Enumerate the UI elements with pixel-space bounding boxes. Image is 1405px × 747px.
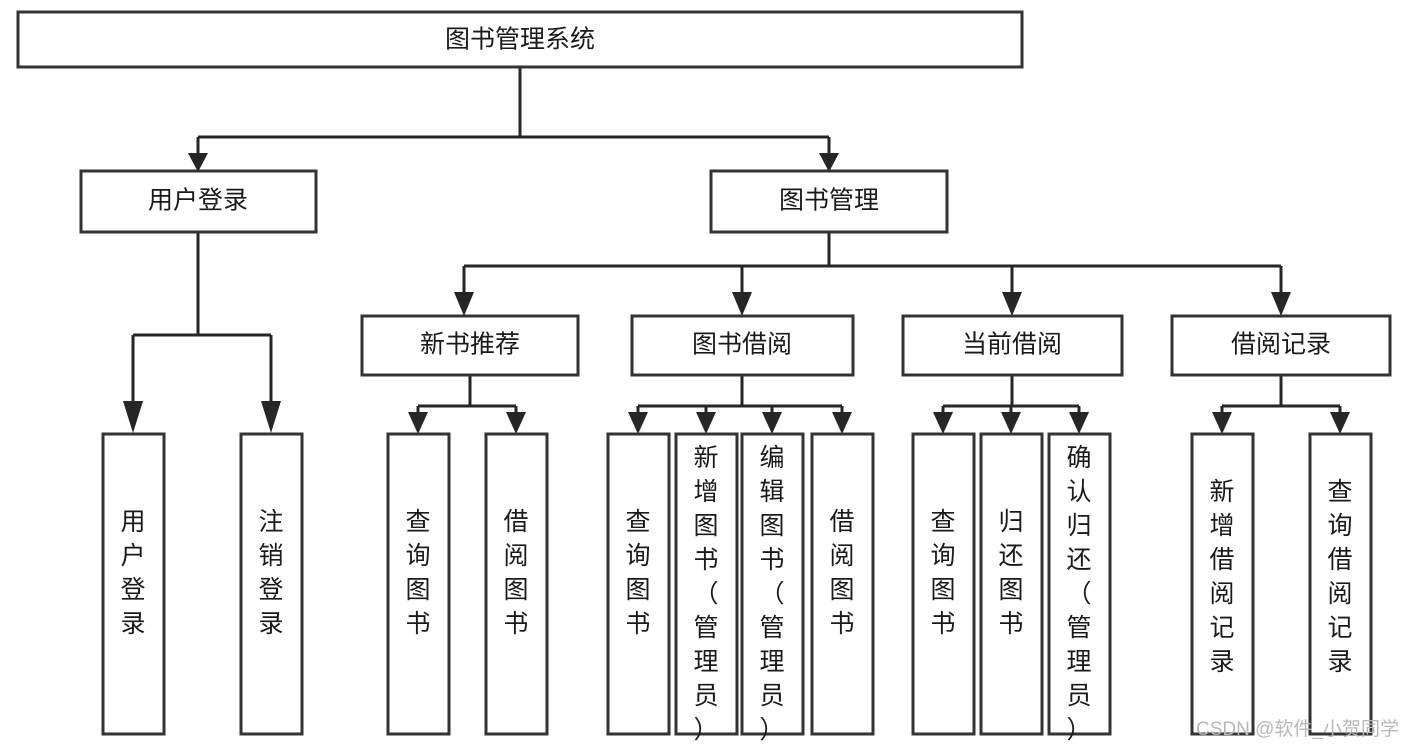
arrow-head-leaf-add-borrow-record	[1212, 412, 1232, 434]
leaf-return-book-label: 归还图书	[998, 508, 1023, 638]
leaf-user-login-label: 用户登录	[120, 508, 145, 638]
node-borrow-record-label: 借阅记录	[1231, 331, 1331, 359]
leaf-add-borrow-record-box[interactable]	[1190, 432, 1255, 736]
arrow-head-leaf-query-borrow-record	[1330, 412, 1350, 434]
leaf-logout-login-box[interactable]	[239, 432, 304, 736]
leaf-confirm-return-box[interactable]	[1047, 432, 1112, 736]
leaf-add-borrow-record[interactable]: 新增借阅记录	[1190, 432, 1255, 736]
arrow-head-leaf-borrow-book-1	[506, 412, 526, 434]
leaf-borrow-book-1[interactable]: 借阅图书	[484, 432, 549, 736]
leaf-borrow-book-2[interactable]: 借阅图书	[810, 432, 875, 736]
leaf-borrow-book-2-box[interactable]	[810, 432, 875, 736]
arrow-head-leaf-query-book-3	[933, 412, 953, 434]
leaf-edit-book-box[interactable]	[740, 432, 805, 736]
node-book-management-label: 图书管理	[779, 187, 879, 215]
node-book-borrow-label: 图书借阅	[692, 331, 792, 359]
connector-layer	[123, 67, 1350, 434]
node-current-borrow-box[interactable]	[901, 314, 1124, 377]
leaf-confirm-return[interactable]: 确认归还（管理员）	[1047, 432, 1112, 744]
arrow-head-new-book-recommend	[454, 292, 474, 316]
leaf-query-book-1-label: 查询图书	[405, 508, 430, 638]
arrow-head-leaf-query-book-1	[408, 412, 428, 434]
leaf-edit-book[interactable]: 编辑图书（管理员）	[740, 432, 805, 744]
node-borrow-record-box[interactable]	[1170, 314, 1392, 377]
leaf-query-book-2-label: 查询图书	[625, 508, 650, 638]
leaf-add-book-box[interactable]	[674, 432, 739, 736]
leaf-query-borrow-record[interactable]: 查询借阅记录	[1308, 432, 1373, 736]
arrow-head-current-borrow	[1002, 292, 1022, 316]
leaf-confirm-return-label: 确认归还（管理员）	[1066, 444, 1091, 744]
arrow-head-borrow-record	[1271, 292, 1291, 316]
node-user-login-box[interactable]	[79, 169, 318, 234]
leaf-borrow-book-1-box[interactable]	[484, 432, 549, 736]
leaf-add-book[interactable]: 新增图书（管理员）	[674, 432, 739, 744]
leaf-query-book-2-box[interactable]	[606, 432, 671, 736]
node-book-borrow[interactable]: 图书借阅	[630, 314, 855, 377]
leaf-query-book-3[interactable]: 查询图书	[911, 432, 976, 736]
leaf-query-borrow-record-label: 查询借阅记录	[1327, 478, 1352, 676]
leaf-query-book-1-box[interactable]	[386, 432, 451, 736]
leaf-add-borrow-record-label: 新增借阅记录	[1209, 478, 1234, 676]
arrow-head-leaf-borrow-book-2	[832, 412, 852, 434]
leaf-query-book-1[interactable]: 查询图书	[386, 432, 451, 736]
leaf-user-login[interactable]: 用户登录	[101, 432, 166, 736]
arrow-head-user-login	[188, 153, 208, 172]
node-borrow-record[interactable]: 借阅记录	[1170, 314, 1392, 377]
leaf-query-book-3-box[interactable]	[911, 432, 976, 736]
node-user-login[interactable]: 用户登录	[79, 169, 318, 234]
node-book-borrow-box[interactable]	[630, 314, 855, 377]
arrow-head-leaf-confirm-return	[1069, 412, 1089, 434]
arrow-head-leaf-edit-book	[762, 412, 782, 434]
leaf-user-login-box[interactable]	[101, 432, 166, 736]
arrow-head-book-borrow	[732, 292, 752, 316]
leaf-query-borrow-record-box[interactable]	[1308, 432, 1373, 736]
leaf-logout-login[interactable]: 注销登录	[239, 432, 304, 736]
node-new-book-recommend-box[interactable]	[360, 314, 580, 377]
node-new-book-recommend[interactable]: 新书推荐	[360, 314, 580, 377]
arrow-head-leaf-user-login	[123, 401, 143, 433]
node-current-borrow[interactable]: 当前借阅	[901, 314, 1124, 377]
node-book-management[interactable]: 图书管理	[709, 169, 949, 234]
arrow-head-book-management	[819, 153, 839, 172]
arrow-head-leaf-add-book	[696, 412, 716, 434]
node-root[interactable]: 图书管理系统	[16, 10, 1024, 69]
leaf-return-book[interactable]: 归还图书	[979, 432, 1044, 736]
leaf-borrow-book-1-label: 借阅图书	[503, 508, 528, 638]
node-root-label: 图书管理系统	[445, 26, 595, 54]
node-root-box[interactable]	[16, 10, 1024, 69]
node-book-management-box[interactable]	[709, 169, 949, 234]
csdn-watermark: CSDN @软件_小贺同学	[1196, 718, 1399, 740]
node-user-login-label: 用户登录	[148, 187, 248, 215]
leaf-return-book-box[interactable]	[979, 432, 1044, 736]
leaf-add-book-label: 新增图书（管理员）	[693, 444, 718, 744]
arrow-head-leaf-logout-login	[261, 401, 281, 433]
arrow-head-leaf-query-book-2	[628, 412, 648, 434]
node-new-book-recommend-label: 新书推荐	[420, 331, 520, 359]
leaf-query-book-2[interactable]: 查询图书	[606, 432, 671, 736]
leaf-borrow-book-2-label: 借阅图书	[829, 508, 854, 638]
leaf-edit-book-label: 编辑图书（管理员）	[759, 444, 784, 744]
arrow-head-leaf-return-book	[1001, 412, 1021, 434]
node-current-borrow-label: 当前借阅	[962, 331, 1062, 359]
leaf-query-book-3-label: 查询图书	[930, 508, 955, 638]
leaf-logout-login-label: 注销登录	[258, 508, 283, 638]
